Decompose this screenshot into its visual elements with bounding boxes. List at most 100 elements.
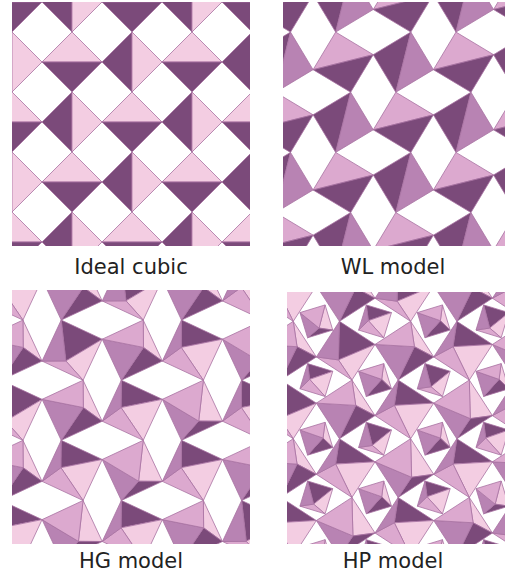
tetrahedron-face <box>222 92 250 122</box>
tetrahedron-face <box>359 481 384 497</box>
tetrahedron-face <box>42 320 66 361</box>
tetrahedron-face <box>417 422 442 438</box>
tetrahedron-face <box>12 122 42 152</box>
tetrahedron-face <box>375 292 398 301</box>
tetrahedron-face <box>283 2 313 32</box>
tetrahedron-face <box>162 440 181 481</box>
tetrahedron-face <box>283 152 313 212</box>
tetrahedron-face <box>192 92 222 152</box>
tetrahedron-face <box>456 213 494 246</box>
panel-caption: WL model <box>341 255 446 280</box>
tetrahedron-face <box>373 2 433 32</box>
tetrahedron-face <box>102 212 162 242</box>
tetrahedron-face <box>222 122 250 152</box>
tetrahedron-face <box>283 32 313 92</box>
tetrahedron-face <box>359 305 369 330</box>
tetrahedron-face <box>313 55 373 93</box>
tetrahedron-face <box>494 92 505 130</box>
tetrahedron-face <box>72 2 102 32</box>
tetrahedron-face <box>102 92 162 122</box>
tetrahedron-face <box>433 175 493 213</box>
tetrahedron-face <box>12 242 42 246</box>
tetrahedron-face <box>12 320 23 347</box>
tetrahedron-face <box>222 32 250 92</box>
tetrahedra-panel <box>283 2 505 246</box>
tetrahedron-face <box>359 540 369 544</box>
tetrahedron-face <box>396 152 434 212</box>
tetrahedron-face <box>287 344 297 380</box>
tetrahedron-face <box>42 182 102 212</box>
tetrahedron-face <box>494 213 505 246</box>
tetrahedron-face <box>417 481 427 506</box>
tetrahedron-face <box>494 115 505 153</box>
tetrahedra-panel <box>287 292 505 544</box>
tetrahedron-face <box>476 481 501 504</box>
tetrahedron-face <box>300 422 325 438</box>
tetrahedron-face <box>162 32 222 62</box>
tetrahedra-panel <box>12 2 250 246</box>
tetrahedron-face <box>287 523 293 544</box>
tetrahedron-face <box>102 2 162 32</box>
tetrahedron-face <box>300 364 310 389</box>
tetrahedron-face <box>42 92 72 152</box>
tetrahedron-face <box>12 92 42 122</box>
tetrahedron-face <box>492 292 505 298</box>
tetrahedron-face <box>42 32 102 62</box>
tetrahedron-face <box>246 520 250 544</box>
tetrahedron-face <box>162 62 222 92</box>
panel-caption: HP model <box>343 549 444 574</box>
tetrahedron-face <box>12 520 42 544</box>
tetrahedron-face <box>287 462 297 498</box>
tetrahedron-face <box>313 175 373 213</box>
tetrahedron-face <box>222 380 241 421</box>
tetrahedron-face <box>336 2 374 32</box>
tetrahedron-face <box>72 92 102 152</box>
tetrahedron-face <box>162 380 203 421</box>
tetrahedron-face <box>456 2 494 32</box>
tetrahedron-face <box>222 290 241 301</box>
tetrahedron-face <box>222 440 250 467</box>
tetrahedron-face <box>222 459 250 500</box>
tetrahedron-face <box>396 32 434 92</box>
tetrahedron-face <box>476 364 501 380</box>
tetrahedron-face <box>42 290 83 320</box>
tetrahedron-face <box>12 528 23 544</box>
tetrahedron-face <box>102 500 121 541</box>
panel-caption: HG model <box>79 549 183 574</box>
tetrahedron-face <box>12 212 42 242</box>
tetrahedron-face <box>102 290 126 301</box>
tetrahedron-face <box>366 540 391 544</box>
tetrahedron-face <box>476 305 490 330</box>
tetrahedron-face <box>162 92 192 152</box>
tetrahedron-face <box>102 152 132 212</box>
tetrahedron-face <box>12 440 23 467</box>
tetrahedron-face <box>359 364 384 380</box>
tetrahedron-face <box>102 122 162 152</box>
tetrahedron-face <box>287 321 297 346</box>
tetrahedron-face <box>287 292 293 321</box>
tetrahedron-face <box>417 364 431 389</box>
tetrahedron-face <box>417 305 442 321</box>
tetrahedron-face <box>162 320 181 361</box>
tetrahedron-face <box>241 380 250 407</box>
tetrahedron-face <box>192 2 222 32</box>
tetrahedron-face <box>42 440 61 481</box>
tetrahedron-face <box>42 500 83 541</box>
tetrahedron-face <box>476 540 486 544</box>
tetrahedron-face <box>102 32 132 92</box>
tetrahedron-face <box>222 242 250 246</box>
tetrahedron-face <box>359 422 373 447</box>
tetrahedron-face <box>42 212 72 246</box>
tetrahedron-face <box>283 115 313 153</box>
tetrahedron-face <box>494 152 505 212</box>
tetrahedron-face <box>283 235 313 246</box>
tetrahedron-face <box>102 301 143 320</box>
tetrahedron-face <box>12 2 42 32</box>
tetrahedron-face <box>102 440 143 481</box>
tetrahedron-face <box>456 92 494 152</box>
tetrahedron-face <box>162 152 222 182</box>
tetrahedron-face <box>494 32 505 92</box>
tetrahedron-face <box>222 500 246 541</box>
tetrahedron-face <box>72 212 102 246</box>
tetrahedron-face <box>222 212 250 242</box>
